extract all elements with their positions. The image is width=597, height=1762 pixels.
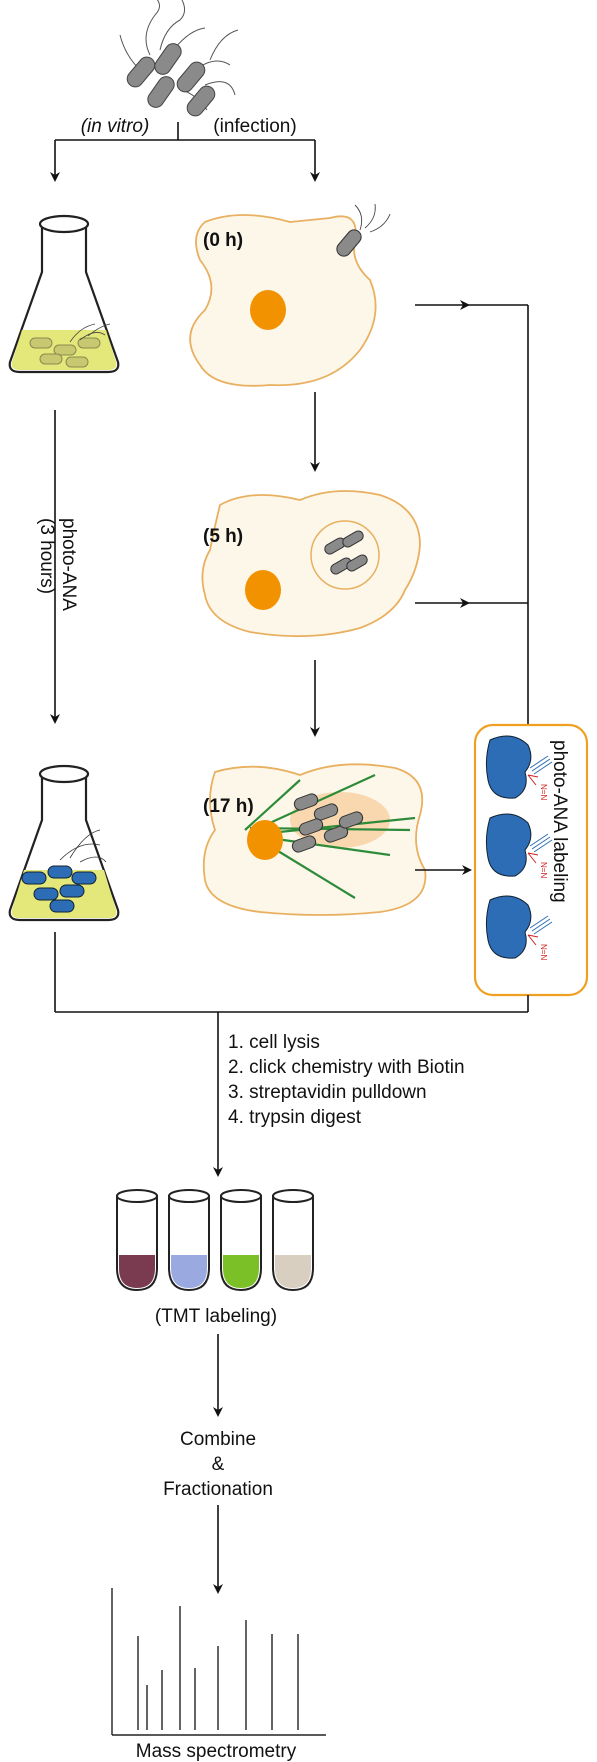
combine-line-2: &	[212, 1454, 225, 1475]
step-1: 1. cell lysis	[228, 1032, 320, 1053]
cell-17h	[202, 763, 427, 916]
nucleus-5h	[245, 570, 281, 610]
vacuole-5h	[310, 520, 380, 590]
bacteria-cluster-top	[119, 0, 239, 117]
step-3: 3. streptavidin pulldown	[228, 1082, 427, 1103]
timepoint-17h: (17 h)	[203, 796, 254, 817]
nucleus-0h	[250, 290, 286, 330]
tube-2	[168, 1189, 210, 1292]
step-4: 4. trypsin digest	[228, 1107, 362, 1128]
photo-ana-labeling-label: photo-ANA labeling	[549, 740, 570, 903]
photo-ana-text: photo-ANA	[58, 518, 79, 611]
combine-line-3: Fractionation	[163, 1479, 273, 1500]
in-vitro-label: (in vitro)	[81, 116, 150, 137]
collector-arrows	[415, 300, 529, 875]
azide-mark-1: N=N	[539, 784, 548, 800]
flask-in-vitro-labeled	[8, 764, 120, 922]
azide-mark-2: N=N	[539, 862, 548, 878]
merge-arrows	[54, 932, 529, 1177]
flask-in-vitro-start	[8, 214, 120, 374]
timepoint-5h: (5 h)	[203, 526, 243, 547]
tube-3	[220, 1189, 262, 1292]
tmt-labeling-label: (TMT labeling)	[155, 1306, 277, 1327]
tube-1	[116, 1189, 158, 1292]
step-2: 2. click chemistry with Biotin	[228, 1057, 465, 1078]
cell-0h	[189, 203, 391, 387]
infection-label: (infection)	[213, 116, 296, 137]
mass-spectrometry-label: Mass spectrometry	[136, 1741, 297, 1762]
three-hours-text: (3 hours)	[36, 518, 57, 594]
azide-mark-3: N=N	[539, 944, 548, 960]
combine-line-1: Combine	[180, 1429, 256, 1450]
nucleus-17h	[247, 820, 283, 860]
photo-ana-labeling-box: N=N N=N N=N photo-ANA labeling	[473, 723, 589, 997]
tube-4	[272, 1189, 314, 1292]
mass-spectrum	[111, 1588, 326, 1736]
branch-arrows	[50, 122, 320, 182]
tmt-tubes	[116, 1189, 314, 1292]
timepoint-0h: (0 h)	[203, 230, 243, 251]
in-vitro-treatment-label: photo-ANA (3 hours)	[36, 518, 79, 611]
processing-steps: 1. cell lysis 2. click chemistry with Bi…	[228, 1032, 465, 1128]
combine-label: Combine & Fractionation	[163, 1429, 273, 1500]
cell-5h	[201, 490, 421, 638]
